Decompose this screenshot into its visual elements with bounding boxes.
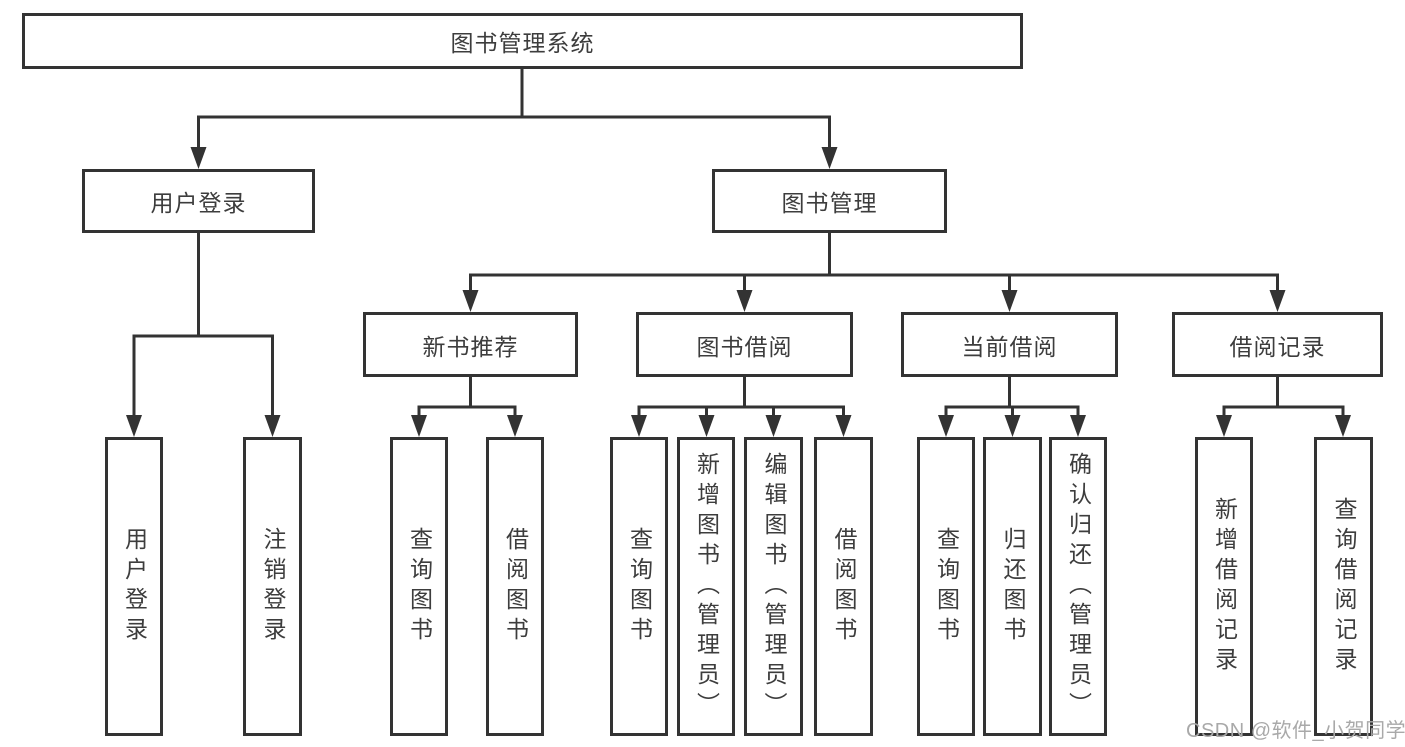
leaf-nb-borrow-books: 借阅图书 <box>486 437 544 736</box>
leaf-bb-edit-books-admin: 编辑图书（管理员） <box>744 437 803 736</box>
arrow-book-borrow <box>736 290 753 312</box>
arrow-current-borrow <box>1001 290 1018 312</box>
arrow-leaf-logout <box>264 415 281 437</box>
node-book-borrow: 图书借阅 <box>636 312 853 377</box>
arrow-cb-return <box>1004 415 1021 437</box>
node-current-borrow: 当前借阅 <box>901 312 1118 377</box>
leaf-cb-query-books-label: 查询图书 <box>933 526 960 647</box>
connector-user-login-branch <box>132 233 274 419</box>
node-book-management-label: 图书管理 <box>781 190 878 216</box>
leaf-user-login-label: 用户登录 <box>121 526 148 647</box>
leaf-bb-add-books-admin-label: 新增图书（管理员） <box>693 451 720 722</box>
node-borrow-records-label: 借阅记录 <box>1229 333 1326 360</box>
arrowheads <box>126 147 1351 437</box>
arrow-bb-edit <box>765 415 782 437</box>
arrow-borrow-records <box>1269 290 1286 312</box>
leaf-bb-borrow-books: 借阅图书 <box>814 437 873 736</box>
arrow-nb-query <box>411 415 427 437</box>
arrow-cb-query <box>938 415 954 437</box>
leaf-user-login: 用户登录 <box>105 437 163 736</box>
connector-new-book-branch <box>417 377 517 418</box>
arrow-bb-add <box>698 415 715 437</box>
connector-borrow-records-branch <box>1222 377 1345 418</box>
leaf-nb-query-books: 查询图书 <box>390 437 448 736</box>
leaf-bb-query-books-label: 查询图书 <box>626 526 653 647</box>
leaf-bb-query-books: 查询图书 <box>610 437 668 736</box>
leaf-cb-return-books-label: 归还图书 <box>1000 526 1026 647</box>
node-new-book-recommend-label: 新书推荐 <box>422 333 519 360</box>
node-new-book-recommend: 新书推荐 <box>363 312 578 377</box>
leaf-logout-login-label: 注销登录 <box>260 526 286 647</box>
arrow-cb-confirm <box>1070 415 1086 437</box>
node-user-login-label: 用户登录 <box>150 190 247 216</box>
arrow-br-query <box>1335 415 1351 437</box>
leaf-cb-query-books: 查询图书 <box>917 437 975 736</box>
arrow-new-book <box>462 290 479 312</box>
watermark: CSDN @软件_小贺同学 <box>1186 720 1405 742</box>
leaf-cb-confirm-return-admin-label: 确认归还（管理员） <box>1065 451 1092 722</box>
leaf-br-query-record: 查询借阅记录 <box>1314 437 1373 736</box>
node-root-label: 图书管理系统 <box>450 30 595 56</box>
node-book-management: 图书管理 <box>712 169 947 233</box>
leaf-br-add-record: 新增借阅记录 <box>1195 437 1253 736</box>
leaf-logout-login: 注销登录 <box>243 437 302 736</box>
arrow-bb-query <box>631 415 647 437</box>
leaf-cb-return-books: 归还图书 <box>983 437 1042 736</box>
arrow-br-add <box>1216 415 1232 437</box>
arrow-leaf-user-login <box>126 415 142 437</box>
node-borrow-records: 借阅记录 <box>1172 312 1383 377</box>
leaf-br-query-record-label: 查询借阅记录 <box>1331 496 1357 677</box>
connector-book-borrow-branch <box>637 377 845 418</box>
node-current-borrow-label: 当前借阅 <box>961 333 1058 360</box>
connector-current-borrow-branch <box>944 377 1080 418</box>
arrow-user-login <box>190 147 207 169</box>
node-root: 图书管理系统 <box>22 13 1023 69</box>
arrow-book-mgmt <box>821 147 838 169</box>
node-book-borrow-label: 图书借阅 <box>696 333 793 360</box>
connector-level2-rail <box>197 115 831 151</box>
arrow-nb-borrow <box>507 415 523 437</box>
leaf-bb-borrow-books-label: 借阅图书 <box>831 526 857 647</box>
leaf-cb-confirm-return-admin: 确认归还（管理员） <box>1049 437 1107 736</box>
node-user-login: 用户登录 <box>82 169 315 233</box>
leaf-bb-edit-books-admin-label: 编辑图书（管理员） <box>761 451 787 722</box>
leaf-nb-borrow-books-label: 借阅图书 <box>502 526 529 647</box>
connector-book-mgmt-branch <box>469 233 1279 293</box>
arrow-bb-borrow <box>835 415 852 437</box>
leaf-nb-query-books-label: 查询图书 <box>406 526 433 647</box>
leaf-bb-add-books-admin: 新增图书（管理员） <box>677 437 735 736</box>
leaf-br-add-record-label: 新增借阅记录 <box>1211 496 1238 677</box>
